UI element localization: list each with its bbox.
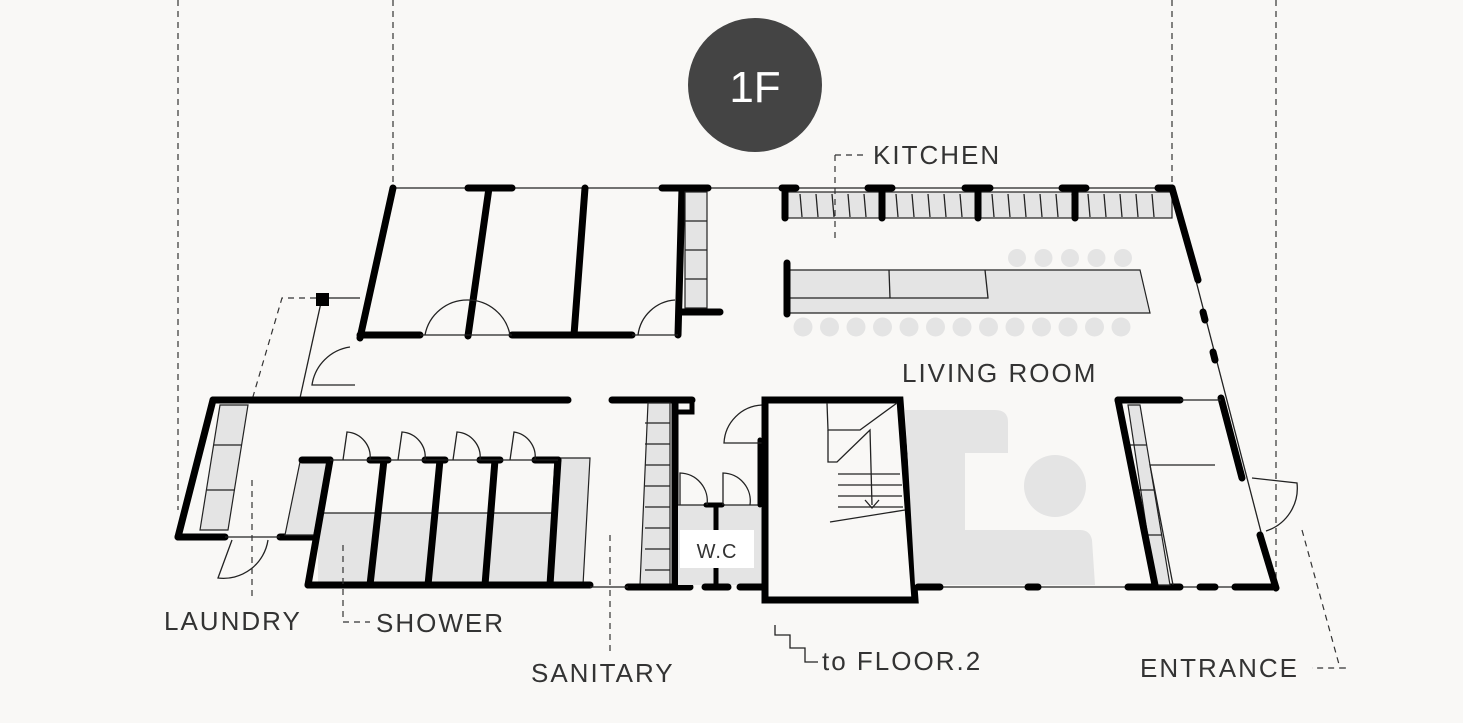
entrance-label: ENTRANCE — [1140, 653, 1299, 683]
stool — [1087, 249, 1106, 267]
counter-hatch — [911, 193, 915, 218]
counter-hatch — [1119, 193, 1123, 218]
counter-hatch — [943, 193, 947, 218]
counter-hatch — [1039, 193, 1043, 218]
counter-hatch — [1007, 193, 1011, 218]
sanitary-label: SANITARY — [531, 658, 675, 688]
floor-badge: 1F — [688, 18, 822, 152]
counter-hatch — [799, 193, 803, 218]
counter-hatch — [815, 193, 819, 218]
stool — [979, 317, 998, 337]
stool — [899, 317, 919, 337]
wc-room: W.C — [678, 404, 766, 591]
counter-hatch — [863, 193, 867, 218]
stool — [1034, 249, 1053, 267]
floor-badge-label: 1F — [729, 63, 780, 112]
stool — [793, 317, 813, 337]
counter-hatch — [1103, 193, 1107, 218]
kitchen-counter — [778, 154, 1176, 240]
counter-hatch — [847, 193, 851, 218]
stool — [926, 317, 945, 337]
counter-hatch — [1055, 193, 1059, 218]
stool — [952, 317, 972, 337]
kitchen-label: KITCHEN — [873, 140, 1001, 170]
stool — [1085, 317, 1104, 337]
stool — [1008, 249, 1026, 267]
counter-hatch — [831, 193, 835, 218]
counter-hatch — [959, 193, 963, 218]
living-furniture — [905, 410, 1279, 591]
counter-hatch — [895, 193, 899, 218]
counter-hatch — [1151, 193, 1155, 218]
guide-lines — [177, 0, 1277, 590]
stairs-label: to FLOOR.2 — [822, 646, 982, 676]
stool — [1114, 249, 1132, 267]
east-wall — [1168, 184, 1298, 592]
stool — [873, 317, 892, 337]
stool — [1058, 317, 1078, 337]
living-room-label: LIVING ROOM — [902, 358, 1097, 388]
shower-label: SHOWER — [376, 608, 505, 638]
counter-hatch — [927, 193, 931, 218]
counter-hatch — [1023, 193, 1027, 218]
counter-hatch — [991, 193, 995, 218]
entrance-room — [1114, 396, 1348, 669]
counter-hatch — [1135, 193, 1139, 218]
staircase — [761, 396, 919, 663]
sanitary — [590, 396, 694, 655]
stool — [1032, 317, 1051, 337]
stool — [846, 317, 866, 337]
shower-room — [298, 431, 594, 623]
upper-rooms — [251, 184, 724, 401]
counter-hatch — [1087, 193, 1091, 218]
wc-label: W.C — [697, 541, 738, 563]
laundry-room — [174, 396, 329, 600]
stool — [1005, 317, 1025, 337]
stool — [1061, 249, 1079, 267]
stool — [820, 317, 839, 337]
stool — [1111, 317, 1131, 337]
laundry-label: LAUNDRY — [164, 606, 302, 636]
dining-island — [783, 249, 1151, 337]
